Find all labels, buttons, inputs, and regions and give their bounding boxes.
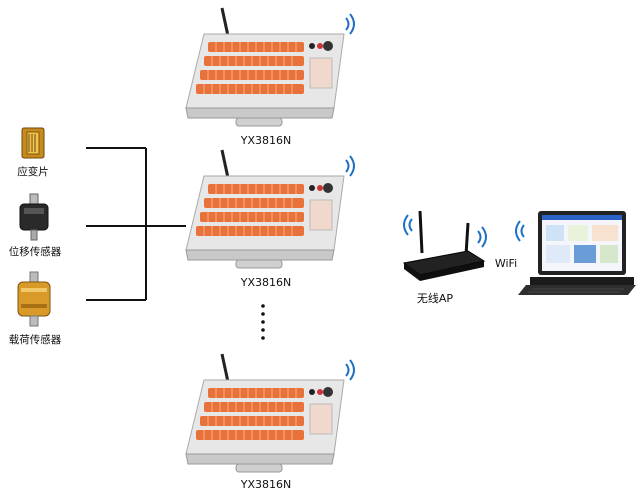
- sensor-label-strain: 应变片: [17, 166, 49, 178]
- device-label-3: YX3816N: [240, 478, 292, 491]
- strain-gauge-icon: [20, 126, 46, 160]
- wifi-label: WiFi: [494, 257, 518, 270]
- load-sensor-icon: [12, 270, 56, 328]
- device-yx3816n-3: [176, 352, 356, 477]
- device-label-2: YX3816N: [240, 276, 292, 289]
- displacement-sensor-icon: [14, 192, 54, 242]
- device-yx3816n-1: [176, 6, 356, 131]
- laptop-icon: [510, 205, 636, 301]
- ap-label: 无线AP: [416, 292, 454, 305]
- ellipsis-dots: [261, 304, 265, 340]
- sensor-label-load: 载荷传感器: [8, 334, 62, 346]
- wireless-router-icon: [398, 205, 490, 287]
- device-yx3816n-2: [176, 148, 356, 273]
- device-label-1: YX3816N: [240, 134, 292, 147]
- sensor-label-displacement: 位移传感器: [8, 246, 62, 258]
